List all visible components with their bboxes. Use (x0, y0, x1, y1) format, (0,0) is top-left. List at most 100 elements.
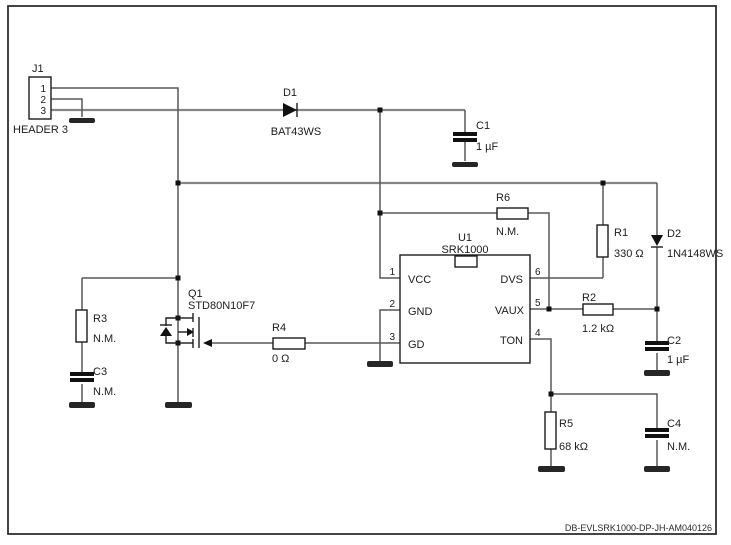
c3-ref: C3 (93, 366, 107, 378)
junction-dot (548, 391, 554, 397)
r1-value: 330 Ω (614, 248, 644, 260)
u1-pin-gd-label: GD (408, 339, 425, 351)
c1-ref: C1 (476, 120, 490, 132)
r6-ref: R6 (496, 192, 510, 204)
resistor-r6: R6 N.M. (496, 192, 529, 238)
wire-ton-c4 (551, 393, 658, 428)
junction-dot (377, 210, 383, 216)
u1-body (399, 254, 531, 364)
u1-pin-vcc-label: VCC (408, 274, 431, 286)
capacitor-c1: C1 1 µF (453, 120, 499, 153)
u1-pin-dvs-label: DVS (500, 274, 523, 286)
u1-pin-ton-label: TON (500, 335, 523, 347)
r4-body (272, 337, 306, 350)
wire-ton (530, 338, 552, 412)
u1-pin-vaux-label: VAUX (495, 305, 525, 317)
u1-pin4-num: 4 (535, 328, 541, 339)
ground-j1-icon (69, 118, 95, 123)
q1-ref: Q1 (188, 288, 203, 300)
r4-value: 0 Ω (272, 353, 289, 365)
d2-value: 1N4148WS (667, 248, 723, 260)
ic-u1: U1 SRK1000 VCC GND GD DVS VAUX TON 1 2 3… (389, 232, 541, 364)
q1-value: STD80N10F7 (188, 300, 255, 312)
j1-pin3-num: 3 (40, 106, 46, 117)
j1-value: HEADER 3 (13, 124, 68, 136)
diode-d1: D1 BAT43WS (271, 87, 322, 138)
wire-vcc-column (379, 110, 400, 279)
resistor-r5: R5 68 kΩ (544, 411, 588, 453)
j1-pin1-num: 1 (40, 84, 46, 95)
u1-pin-gnd-label: GND (408, 306, 433, 318)
r5-ref: R5 (559, 418, 573, 430)
r2-value: 1.2 kΩ (582, 323, 614, 335)
wire-gnd-pin (379, 309, 400, 361)
r4-ref: R4 (272, 322, 286, 334)
q1-gate-arrow-icon (203, 339, 212, 347)
q1-body-diode-lead (165, 317, 178, 326)
capacitor-c2: C2 1 µF (645, 335, 690, 366)
wire-r6-right (528, 212, 550, 309)
r3-value: N.M. (93, 333, 116, 345)
u1-tab (454, 255, 478, 268)
q1-body-diode-lead (165, 336, 178, 344)
junction-dot (377, 107, 383, 113)
c1-plate (453, 132, 477, 136)
ground-c3-icon (69, 402, 95, 408)
d2-ref: D2 (667, 228, 681, 240)
wires (51, 87, 658, 466)
r1-body (596, 224, 609, 258)
d2-symbol-icon (651, 235, 663, 246)
resistor-r4: R4 0 Ω (272, 322, 306, 365)
u1-pin1-num: 1 (389, 267, 395, 278)
u1-pin6-num: 6 (535, 267, 541, 278)
ground-c2-icon (644, 370, 670, 376)
u1-pin2-num: 2 (389, 299, 395, 310)
ground-symbols (69, 118, 670, 472)
u1-pin5-num: 5 (535, 298, 541, 309)
u1-ref: U1 (458, 232, 472, 244)
junction-dot (175, 275, 181, 281)
junction-dot (546, 306, 552, 312)
r1-ref: R1 (614, 227, 628, 239)
c4-value: N.M. (667, 441, 690, 453)
r2-body (582, 303, 614, 316)
junction-dot (600, 180, 606, 186)
c2-plate (645, 341, 669, 345)
j1-body (28, 76, 52, 120)
c3-plate (70, 378, 94, 382)
d1-symbol-icon (283, 103, 297, 117)
r3-ref: R3 (93, 313, 107, 325)
r5-body (544, 411, 557, 450)
wire-j1-pin2-gnd (51, 98, 83, 117)
junction-dot (654, 306, 660, 312)
u1-pin3-num: 3 (389, 332, 395, 343)
c1-plate (453, 138, 477, 142)
c3-plate (70, 372, 94, 376)
capacitor-c3: C3 N.M. (70, 366, 116, 398)
plot-number: DB-EVLSRK1000-DP-JH-AM040126 (565, 523, 712, 533)
ground-u1-icon (367, 361, 393, 367)
diode-d2: D2 1N4148WS (651, 228, 723, 260)
r6-body (496, 207, 529, 220)
resistor-r3: R3 N.M. (75, 309, 116, 345)
c1-value: 1 µF (476, 141, 499, 153)
capacitor-c4: C4 N.M. (645, 418, 690, 453)
ground-c1-icon (452, 162, 478, 167)
c2-plate (645, 347, 669, 351)
r5-value: 68 kΩ (559, 441, 588, 453)
sheet-border (7, 5, 717, 535)
r6-value: N.M. (496, 226, 519, 238)
q1-bulk-arrow-icon (187, 328, 194, 336)
c4-plate (645, 434, 669, 438)
resistor-r2: R2 1.2 kΩ (582, 292, 614, 335)
r3-body (75, 309, 88, 343)
c4-plate (645, 428, 669, 432)
ground-r5-icon (538, 466, 565, 472)
mosfet-q1: Q1 STD80N10F7 (160, 288, 255, 348)
connector-j1: J1 1 2 3 HEADER 3 (13, 63, 68, 136)
c3-value: N.M. (93, 386, 116, 398)
resistor-r1: R1 330 Ω (596, 224, 644, 260)
j1-pin2-num: 2 (40, 95, 46, 106)
